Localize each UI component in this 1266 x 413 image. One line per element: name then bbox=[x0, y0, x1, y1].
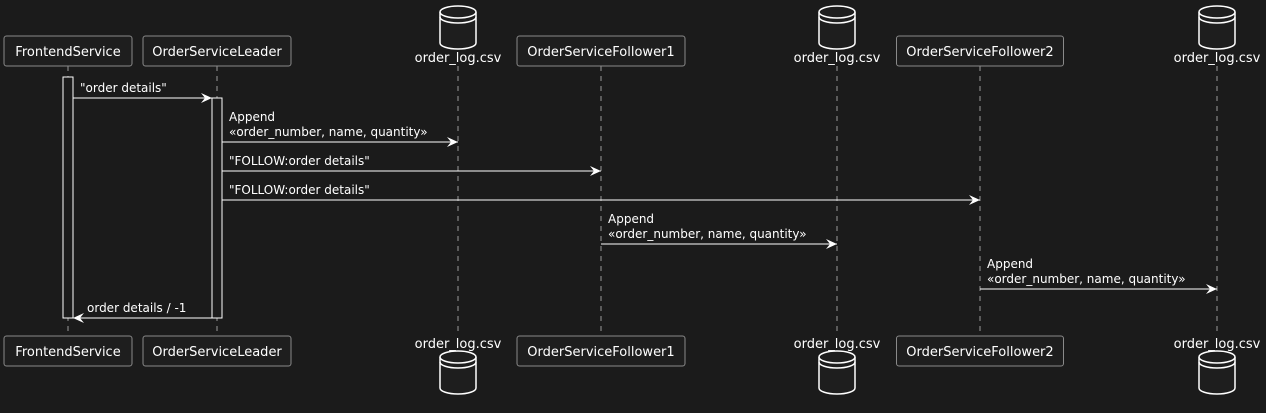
message-leader-to-follower1: "FOLLOW:order details" bbox=[222, 154, 601, 176]
database-icon-top bbox=[439, 350, 477, 364]
activation-bar-leader bbox=[211, 97, 223, 319]
message-leader-to-frontend: order details / -1 bbox=[73, 301, 212, 323]
message-label: «order_number, name, quantity» bbox=[987, 272, 1186, 286]
database-label: order_log.csv bbox=[1174, 51, 1261, 66]
database-top-db1: order_log.csv bbox=[415, 5, 502, 66]
participant-top-follower2: OrderServiceFollower2 bbox=[896, 35, 1064, 67]
database-icon-body bbox=[439, 357, 477, 395]
database-label: order_log.csv bbox=[415, 51, 502, 66]
participant-box bbox=[516, 35, 686, 67]
database-icon-body bbox=[818, 12, 856, 50]
message-leader-to-follower2: "FOLLOW:order details" bbox=[222, 183, 980, 205]
participant-bottom-leader: OrderServiceLeader bbox=[142, 335, 292, 367]
participant-bottom-follower1: OrderServiceFollower1 bbox=[516, 335, 686, 367]
participant-box bbox=[3, 35, 133, 67]
message-label: "FOLLOW:order details" bbox=[229, 154, 370, 168]
participant-top-follower1: OrderServiceFollower1 bbox=[516, 35, 686, 67]
message-label: "FOLLOW:order details" bbox=[229, 183, 370, 197]
participant-label: OrderServiceFollower2 bbox=[906, 45, 1053, 60]
participant-label: OrderServiceFollower1 bbox=[527, 345, 674, 360]
message-label: «order_number, name, quantity» bbox=[608, 227, 807, 241]
database-label: order_log.csv bbox=[794, 337, 881, 352]
database-icon-top bbox=[818, 5, 856, 19]
database-icon-top bbox=[818, 350, 856, 364]
activation-bars bbox=[62, 76, 223, 319]
database-icon-rim bbox=[1198, 16, 1236, 24]
database-icon-body bbox=[1198, 12, 1236, 50]
participant-bottom-follower2: OrderServiceFollower2 bbox=[896, 335, 1064, 367]
message-label: Append bbox=[987, 257, 1033, 271]
participant-top-frontend: FrontendService bbox=[3, 35, 133, 67]
message-follower1-to-db2: Append«order_number, name, quantity» bbox=[601, 212, 837, 249]
database-icon-top bbox=[439, 5, 477, 19]
database-label: order_log.csv bbox=[794, 51, 881, 66]
message-label: order details / -1 bbox=[87, 301, 186, 315]
lifelines bbox=[67, 66, 1218, 336]
participant-label: OrderServiceFollower1 bbox=[527, 45, 674, 60]
database-icon-body bbox=[818, 357, 856, 395]
participant-label: OrderServiceLeader bbox=[152, 45, 282, 60]
participant-box bbox=[896, 335, 1064, 367]
message-frontend-to-leader: "order details" bbox=[73, 81, 212, 103]
database-bottom-db3: order_log.csv bbox=[1174, 337, 1261, 395]
database-icon-rim bbox=[818, 361, 856, 369]
database-icon-rim bbox=[439, 361, 477, 369]
message-label: "order details" bbox=[80, 81, 167, 95]
messages: "order details"Append«order_number, name… bbox=[73, 81, 1217, 323]
participants: FrontendServiceFrontendServiceOrderServi… bbox=[3, 5, 1261, 395]
participant-bottom-frontend: FrontendService bbox=[3, 335, 133, 367]
participant-box bbox=[142, 35, 292, 67]
database-label: order_log.csv bbox=[1174, 337, 1261, 352]
participant-label: FrontendService bbox=[15, 345, 120, 360]
participant-label: OrderServiceLeader bbox=[152, 345, 282, 360]
participant-top-leader: OrderServiceLeader bbox=[142, 35, 292, 67]
participant-box bbox=[142, 335, 292, 367]
participant-box bbox=[3, 335, 133, 367]
database-icon-body bbox=[1198, 357, 1236, 395]
database-icon-rim bbox=[1198, 361, 1236, 369]
database-icon-top bbox=[1198, 350, 1236, 364]
participant-label: OrderServiceFollower2 bbox=[906, 345, 1053, 360]
message-leader-to-db1: Append«order_number, name, quantity» bbox=[222, 110, 458, 147]
message-follower2-to-db3: Append«order_number, name, quantity» bbox=[980, 257, 1217, 294]
participant-box bbox=[516, 335, 686, 367]
database-icon-rim bbox=[818, 16, 856, 24]
database-icon-top bbox=[1198, 5, 1236, 19]
database-bottom-db2: order_log.csv bbox=[794, 337, 881, 395]
database-icon-rim bbox=[439, 16, 477, 24]
database-icon-body bbox=[439, 12, 477, 50]
database-top-db2: order_log.csv bbox=[794, 5, 881, 66]
database-bottom-db1: order_log.csv bbox=[415, 337, 502, 395]
message-label: Append bbox=[608, 212, 654, 226]
activation-bar-frontend bbox=[62, 76, 74, 319]
participant-label: FrontendService bbox=[15, 45, 120, 60]
message-label: «order_number, name, quantity» bbox=[229, 125, 428, 139]
database-top-db3: order_log.csv bbox=[1174, 5, 1261, 66]
participant-box bbox=[896, 35, 1064, 67]
database-label: order_log.csv bbox=[415, 337, 502, 352]
message-label: Append bbox=[229, 110, 275, 124]
